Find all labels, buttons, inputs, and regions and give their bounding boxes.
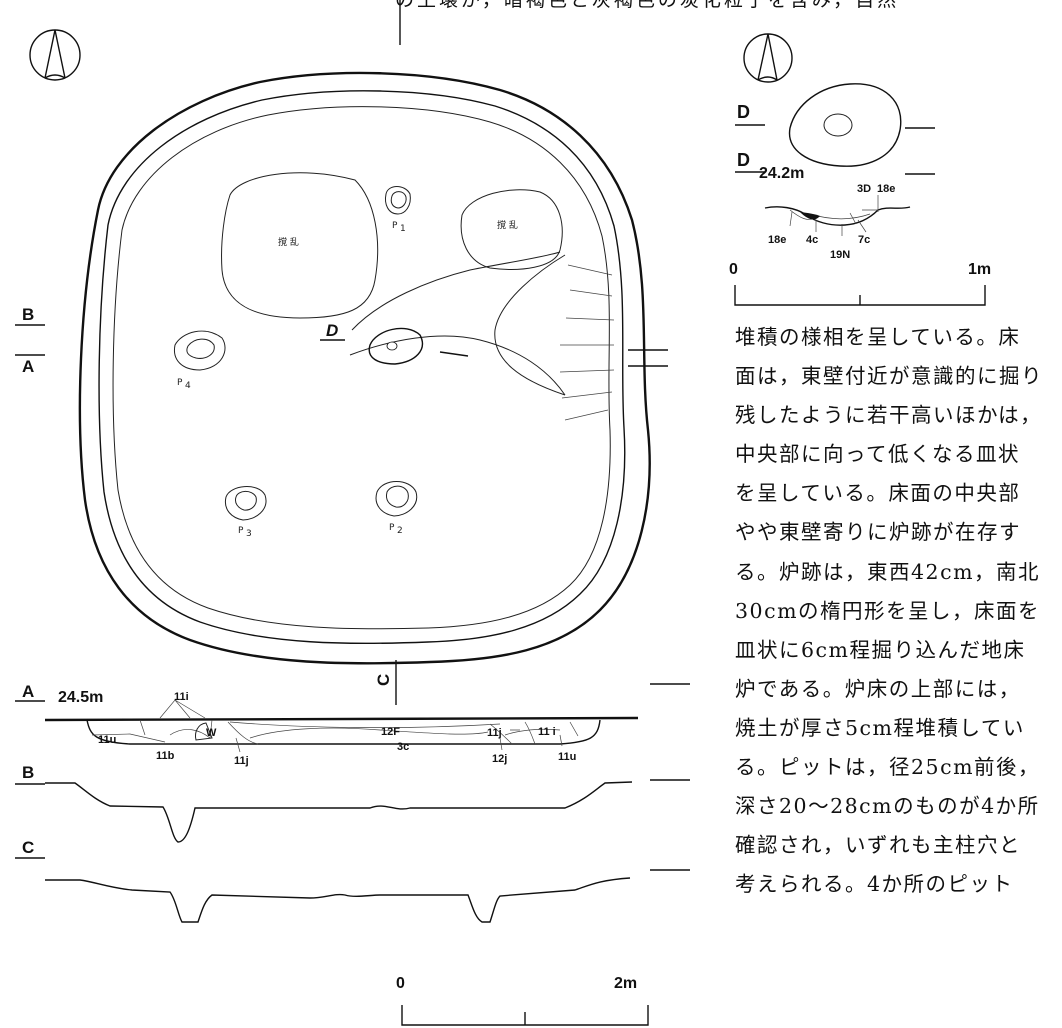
body-text-line: る。ピットは，径25cm前後，	[735, 755, 1041, 780]
section-marker-c: C	[374, 674, 393, 686]
layer-label-11u-west: 11u	[98, 734, 116, 746]
scale-1m-end: 1m	[968, 261, 991, 278]
body-text-line: 皿状に6cm程掘り込んだ地床	[735, 637, 1026, 662]
section-marker-b: B	[22, 305, 34, 324]
scale-bar-2m	[401, 1005, 649, 1026]
section-marker-d: D	[326, 321, 338, 340]
hearth-layer-18e-bottom: 18e	[768, 234, 786, 246]
pit-label-p1: P	[392, 221, 398, 231]
section-marker-a: A	[22, 357, 34, 376]
scale-2m-start: 0	[396, 975, 405, 992]
section-profile-a	[15, 683, 690, 753]
layer-label-11u-east: 11u	[558, 751, 576, 763]
hearth-elevation: 24.2m	[759, 165, 804, 182]
layer-label-11i-east: 11 i	[538, 726, 556, 738]
body-text-line: 確認され，いずれも主柱穴と	[735, 833, 1021, 858]
body-text-line: 焼土が厚さ5cm程堆積してい	[735, 715, 1025, 740]
body-text-line: 面は，東壁付近が意識的に掘り	[735, 364, 1043, 389]
pit-label-p1-sub: 1	[400, 224, 406, 234]
pit-label-p4-sub: 4	[185, 381, 191, 391]
body-text-line: 深さ20〜28cmのものが4か所	[735, 794, 1040, 819]
layer-label-12f: 12F	[381, 726, 400, 738]
hearth-layer-7c: 7c	[858, 234, 870, 246]
body-text: 堆積の様相を呈している。床 面は，東壁付近が意識的に掘り 残したように若干高いほ…	[735, 318, 1055, 904]
layer-label-3c: 3c	[397, 741, 409, 753]
hearth-layer-3d: 3D	[857, 183, 871, 195]
hearth-layer-19n: 19N	[830, 249, 850, 261]
disturbance-label-west: 撹 乱	[278, 236, 299, 248]
scale-1m-start: 0	[729, 261, 738, 278]
body-text-line: 炉である。炉床の上部には，	[735, 676, 1021, 701]
dwelling-plan	[78, 71, 651, 665]
layer-label-w: W	[206, 727, 217, 739]
layer-label-11j-east: 11j	[487, 727, 502, 739]
scale-2m-end: 2m	[614, 975, 637, 992]
layer-label-11j-west: 11j	[234, 755, 249, 767]
body-text-line: 残したように若干高いほかは，	[735, 403, 1043, 428]
pit-label-p2-sub: 2	[397, 526, 403, 536]
north-arrow-main	[29, 29, 81, 81]
hearth-letter-d-section: D	[737, 150, 750, 170]
body-text-line: を呈している。床面の中央部	[735, 481, 1021, 506]
pit-label-p4: P	[177, 378, 183, 388]
disturbance-label-east: 撹 乱	[497, 219, 518, 231]
section-elevation: 24.5m	[58, 689, 103, 706]
section-letter-b: B	[22, 763, 34, 782]
pit-label-p3-sub: 3	[246, 529, 252, 539]
hearth-section	[764, 195, 911, 236]
hearth-letter-d-plan: D	[737, 102, 750, 122]
hearth-layer-18e-top: 18e	[877, 183, 895, 195]
north-arrow-hearth	[743, 33, 793, 83]
layer-label-11b: 11b	[156, 750, 175, 762]
section-profile-c	[15, 857, 690, 923]
section-profile-b	[15, 779, 690, 843]
body-text-line: やや東壁寄りに炉跡が在存す	[735, 520, 1021, 545]
section-letter-c: C	[22, 838, 34, 857]
page-header-fragment: の土壌が，暗褐色と灰褐色の炭化粒子を含み，自然	[395, 0, 900, 11]
layer-label-12j: 12j	[492, 753, 507, 765]
body-text-line: 中央部に向って低くなる皿状	[735, 442, 1020, 467]
body-text-line: 考えられる。4か所のピット	[735, 872, 1014, 897]
hearth-plan	[735, 83, 935, 175]
scale-bar-1m	[734, 285, 986, 306]
body-text-line: 30cmの楕円形を呈し，床面を	[735, 598, 1041, 623]
section-letter-a: A	[22, 682, 34, 701]
body-text-line: る。炉跡は，東西42cm，南北	[735, 559, 1041, 584]
body-text-line: 堆積の様相を呈している。床	[735, 325, 1021, 349]
pit-label-p3: P	[238, 526, 244, 536]
axis-ticks	[15, 0, 668, 705]
pit-label-p2: P	[389, 523, 395, 533]
layer-label-11i: 11i	[174, 691, 189, 703]
hearth-layer-4c: 4c	[806, 234, 818, 246]
